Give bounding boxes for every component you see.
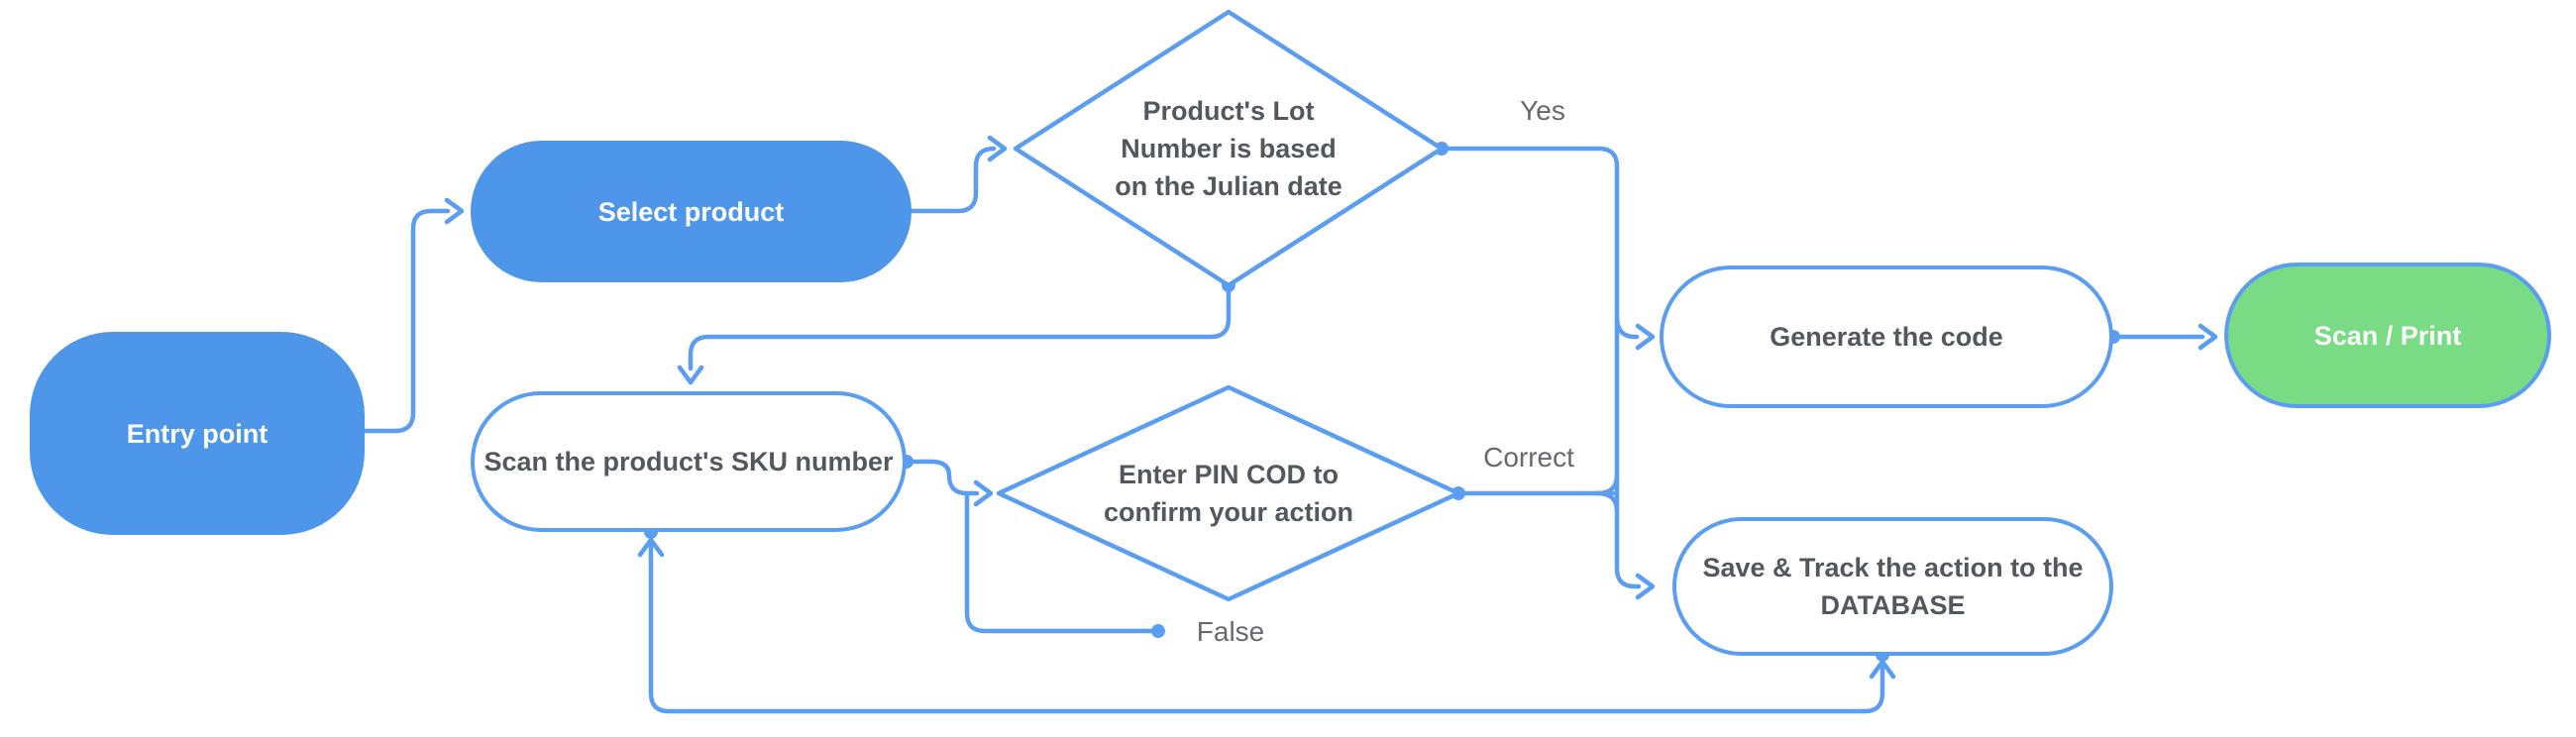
node-label: Select product bbox=[597, 196, 785, 227]
edge-label-false: False bbox=[1196, 616, 1265, 647]
node-scan-sku[interactable]: Scan the product's SKU number bbox=[471, 391, 907, 532]
arrowhead bbox=[677, 365, 704, 385]
edge-label-yes: Yes bbox=[1520, 95, 1565, 126]
edge-pin-decision-correct bbox=[1451, 473, 1620, 514]
node-generate-code[interactable]: Generate the code bbox=[1660, 265, 2113, 408]
edge-select-to-lot-decision bbox=[909, 135, 1008, 214]
edge-entry-to-select bbox=[359, 197, 465, 434]
pin-decision-shape[interactable] bbox=[996, 384, 1461, 602]
node-line: Save & Track the action to the bbox=[1702, 553, 2084, 582]
arrowhead bbox=[1635, 323, 1656, 351]
node-entry-point[interactable]: Entry point bbox=[30, 332, 365, 535]
arrowhead bbox=[973, 479, 994, 507]
arrowhead bbox=[1869, 659, 1896, 680]
arrowhead bbox=[637, 537, 665, 558]
arrowhead bbox=[1635, 573, 1656, 600]
node-line: DATABASE bbox=[1820, 590, 1966, 620]
node-label: Generate the code bbox=[1770, 322, 2003, 352]
edge-scan-sku-to-pin-decision bbox=[900, 455, 994, 507]
node-label: Entry point bbox=[126, 418, 268, 449]
arrowhead bbox=[987, 135, 1008, 162]
edge-label-correct: Correct bbox=[1483, 442, 1574, 473]
node-save-track[interactable]: Save & Track the action to the DATABASE bbox=[1672, 517, 2113, 656]
connection-dot bbox=[1151, 624, 1165, 638]
node-scan-print[interactable]: Scan / Print bbox=[2224, 263, 2551, 408]
edge-lot-decision-yes bbox=[1435, 142, 1656, 600]
node-select-product[interactable]: Select product bbox=[471, 141, 912, 282]
edge-generate-to-scan-print bbox=[2106, 323, 2218, 351]
edge-pin-decision-false bbox=[964, 492, 1165, 638]
node-label: Scan the product's SKU number bbox=[483, 447, 894, 476]
arrowhead bbox=[2198, 323, 2218, 351]
arrowhead bbox=[444, 197, 465, 225]
node-label: Scan / Print bbox=[2313, 320, 2462, 351]
lot-decision-shape[interactable] bbox=[1013, 9, 1445, 288]
edge-lot-decision-to-scan-sku bbox=[677, 278, 1235, 385]
